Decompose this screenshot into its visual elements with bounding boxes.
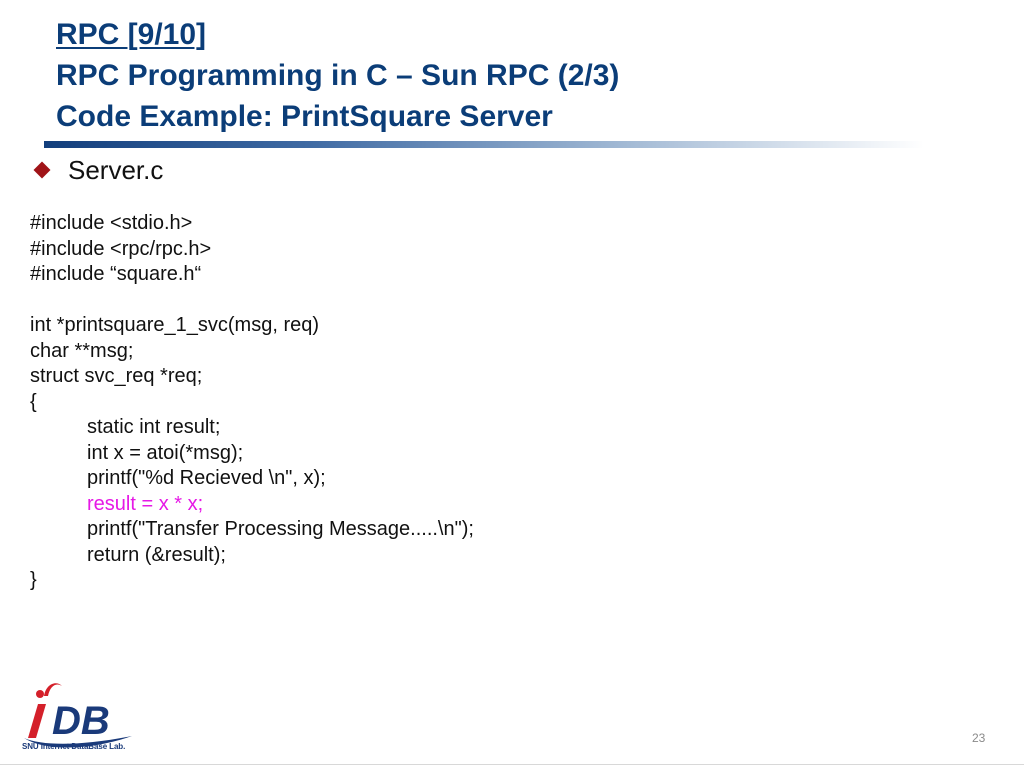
code-line: } <box>30 569 37 591</box>
code-line: char **msg; <box>30 339 134 362</box>
code-line-highlighted: result = x * x; <box>87 492 204 515</box>
title-subtopic: Code Example: PrintSquare Server <box>56 100 553 133</box>
diamond-bullet-icon <box>33 161 51 179</box>
title-section-link[interactable]: RPC [9/10] <box>56 18 207 51</box>
logo-caption: SNU Internet DataBase Lab. <box>22 742 126 751</box>
code-line: printf("Transfer Processing Message.....… <box>87 518 474 540</box>
code-line-blank <box>30 288 930 314</box>
code-line: int x = atoi(*msg); <box>87 441 244 464</box>
code-line: #include <stdio.h> <box>30 212 193 234</box>
bullet-text: Server.c <box>68 155 164 185</box>
title-underline-bar <box>44 141 924 148</box>
footer-divider <box>0 764 1024 765</box>
code-line: static int result; <box>87 416 221 438</box>
logo-dot <box>36 690 44 698</box>
code-line: struct svc_req *req; <box>30 365 203 387</box>
bullet-item: Server.c <box>32 152 163 188</box>
slide-title: RPC [9/10] RPC Programming in C – Sun RP… <box>56 14 956 137</box>
logo-i-stem <box>28 704 46 738</box>
code-line: { <box>30 390 37 413</box>
code-line: int *printsquare_1_svc(msg, req) <box>30 314 320 336</box>
code-line: #include <rpc/rpc.h> <box>30 237 212 260</box>
logo-blue-swoosh <box>24 736 132 748</box>
code-line: #include “square.h“ <box>30 263 202 285</box>
code-block: #include <stdio.h> #include <rpc/rpc.h> … <box>30 211 930 594</box>
logo-letters: DB <box>52 699 110 743</box>
logo-swoosh <box>44 683 62 696</box>
page-number: 23 <box>972 731 986 745</box>
code-line: return (&result); <box>87 543 226 566</box>
idb-logo: DB <box>24 683 132 748</box>
code-line: printf("%d Recieved \n", x); <box>87 467 326 489</box>
title-topic: RPC Programming in C – Sun RPC (2/3) <box>56 59 620 92</box>
